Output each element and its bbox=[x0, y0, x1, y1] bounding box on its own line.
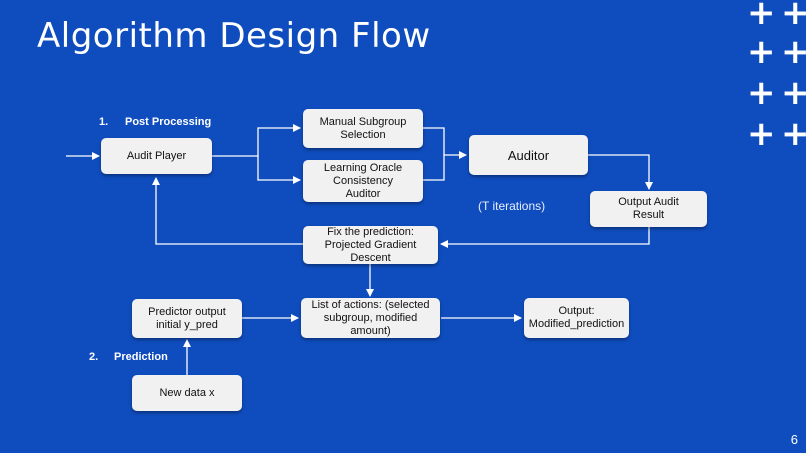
new-data-box: New data x bbox=[132, 375, 242, 411]
plus-icon: + bbox=[747, 32, 776, 72]
plus-icon: + bbox=[747, 114, 776, 154]
page-number: 6 bbox=[790, 432, 798, 447]
section-label-prediction: Prediction bbox=[114, 351, 168, 363]
section-number-post-processing: 1. bbox=[99, 116, 109, 128]
plus-icon: + bbox=[781, 114, 806, 154]
plus-icon: + bbox=[747, 73, 776, 113]
arrow-fix-to-player bbox=[152, 177, 303, 245]
fix-prediction-box: Fix the prediction: Projected Gradient D… bbox=[303, 226, 438, 264]
audit-player-box: Audit Player bbox=[101, 138, 212, 174]
arrow-auditor-to-output bbox=[588, 154, 653, 190]
plus-icon: + bbox=[781, 73, 806, 113]
section-label-post-processing: Post Processing bbox=[125, 116, 212, 128]
iterations-note: (T iterations) bbox=[478, 199, 546, 213]
slide-title: Algorithm Design Flow bbox=[37, 16, 431, 56]
predictor-output-box: Predictor output initial y_pred bbox=[132, 299, 242, 338]
manual-subgroup-box: Manual Subgroup Selection bbox=[303, 109, 423, 148]
arrow-oracle-to-auditor bbox=[423, 151, 467, 181]
arrow-to-oracle bbox=[257, 156, 301, 184]
output-audit-box: Output Audit Result bbox=[590, 191, 707, 227]
section-number-prediction: 2. bbox=[89, 351, 99, 363]
arrow-manual-to-auditor bbox=[423, 127, 445, 155]
list-actions-box: List of actions: (selected subgroup, mod… bbox=[301, 298, 440, 338]
plus-icon: + bbox=[781, 0, 806, 33]
learning-oracle-box: Learning Oracle Consistency Auditor bbox=[303, 160, 423, 202]
arrow-output-to-fix bbox=[440, 227, 650, 248]
plus-icon: + bbox=[781, 32, 806, 72]
auditor-box: Auditor bbox=[469, 135, 588, 175]
arrow-to-manual bbox=[212, 124, 301, 157]
plus-icon: + bbox=[747, 0, 776, 33]
output-modified-box: Output: Modified_prediction bbox=[524, 298, 629, 338]
